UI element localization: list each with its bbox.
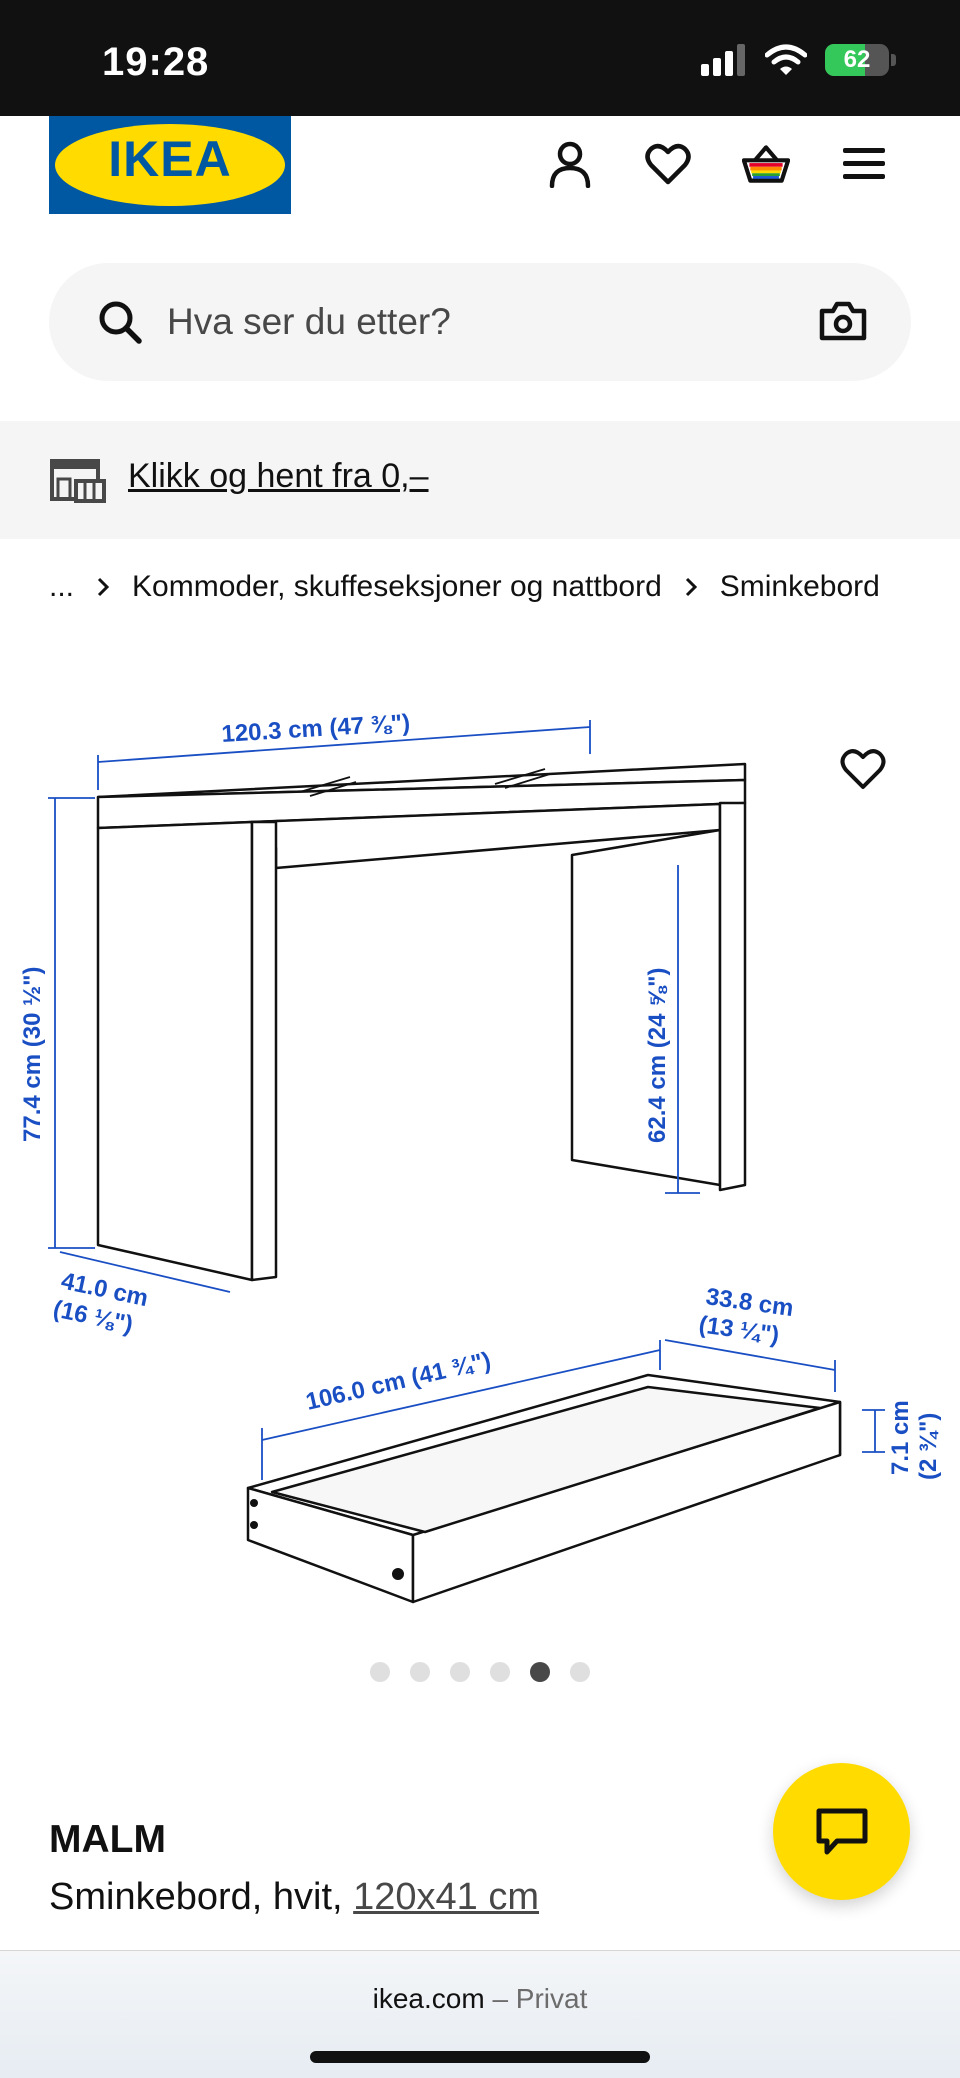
heart-icon <box>645 143 691 185</box>
account-button[interactable] <box>546 140 594 188</box>
wishlist-button[interactable] <box>644 140 692 188</box>
user-icon <box>549 141 591 188</box>
breadcrumb-item-dressing-tables[interactable]: Sminkebord <box>719 570 880 603</box>
logo-text: IKEA <box>108 131 232 187</box>
url-domain: ikea.com <box>372 1983 485 2014</box>
menu-button[interactable] <box>840 140 888 188</box>
dim-drawer-height-cm: 7.1 cm <box>887 1400 914 1475</box>
basket-icon <box>742 145 790 183</box>
chevron-right-icon <box>97 577 110 597</box>
click-collect-link[interactable]: Klikk og hent fra 0,– <box>128 457 429 495</box>
product-image-gallery[interactable]: 120.3 cm (47 ⅜") 77.4 cm (30 ½") 62.4 cm… <box>0 680 960 1620</box>
header-actions <box>546 140 888 188</box>
battery-icon: 62 <box>825 44 889 76</box>
product-name: MALM <box>49 1818 166 1861</box>
click-collect-banner[interactable]: Klikk og hent fra 0,– <box>0 421 960 539</box>
drawer-inner <box>270 1385 822 1534</box>
ikea-logo[interactable]: IKEA <box>49 116 291 214</box>
product-size-link[interactable]: 120x41 cm <box>353 1876 540 1918</box>
browsing-mode: – Privat <box>484 1983 588 2014</box>
battery-fill <box>825 44 865 76</box>
status-icons: 62 <box>701 44 896 76</box>
gallery-dot[interactable] <box>370 1662 390 1682</box>
gallery-dot[interactable] <box>410 1662 430 1682</box>
chat-icon <box>816 1808 867 1854</box>
camera-icon[interactable] <box>819 299 867 343</box>
heart-icon[interactable] <box>840 748 886 790</box>
hamburger-icon <box>843 148 885 179</box>
signal-icon <box>701 44 745 76</box>
home-indicator[interactable] <box>310 2051 650 2063</box>
gallery-dot[interactable] <box>570 1662 590 1682</box>
right-leg-side <box>718 801 747 1192</box>
gallery-dot[interactable] <box>490 1662 510 1682</box>
battery-level: 62 <box>843 46 871 73</box>
site-header: IKEA <box>0 116 960 256</box>
url-text: ikea.com – Privat <box>0 1983 960 2015</box>
product-description: Sminkebord, hvit, 120x41 cm <box>49 1876 539 1919</box>
left-leg-side <box>250 820 278 1282</box>
dim-clearance: 62.4 cm (24 ⅝") <box>644 968 671 1143</box>
battery-cap <box>891 54 896 66</box>
gallery-dot[interactable] <box>450 1662 470 1682</box>
search-bar[interactable] <box>49 263 911 381</box>
chat-button[interactable] <box>773 1763 910 1900</box>
dim-drawer-height-in: (2 ¾") <box>915 1413 942 1480</box>
gallery-dot[interactable] <box>530 1662 550 1682</box>
breadcrumb: ... Kommoder, skuffeseksjoner og nattbor… <box>49 570 880 604</box>
gallery-pagination <box>370 1662 590 1682</box>
wifi-icon <box>765 44 807 75</box>
dim-drawer-width: 106.0 cm (41 ¾") <box>303 1347 493 1416</box>
search-icon <box>99 301 142 344</box>
left-leg <box>96 820 254 1282</box>
browser-address-bar[interactable]: ikea.com – Privat <box>0 1950 960 2078</box>
breadcrumb-item-dressers[interactable]: Kommoder, skuffeseksjoner og nattbord <box>132 570 662 603</box>
dimension-drawing: 120.3 cm (47 ⅜") 77.4 cm (30 ½") 62.4 cm… <box>19 710 942 1604</box>
store-icon <box>50 459 106 503</box>
status-bar: 19:28 62 <box>0 0 960 116</box>
product-type: Sminkebord, hvit, <box>49 1876 354 1918</box>
breadcrumb-ellipsis[interactable]: ... <box>49 570 75 603</box>
search-input[interactable] <box>167 287 727 357</box>
dim-height: 77.4 cm (30 ½") <box>19 967 46 1142</box>
cart-button[interactable] <box>742 140 790 188</box>
chevron-right-icon <box>685 577 697 597</box>
status-time: 19:28 <box>102 40 210 84</box>
logo-oval <box>55 124 285 206</box>
